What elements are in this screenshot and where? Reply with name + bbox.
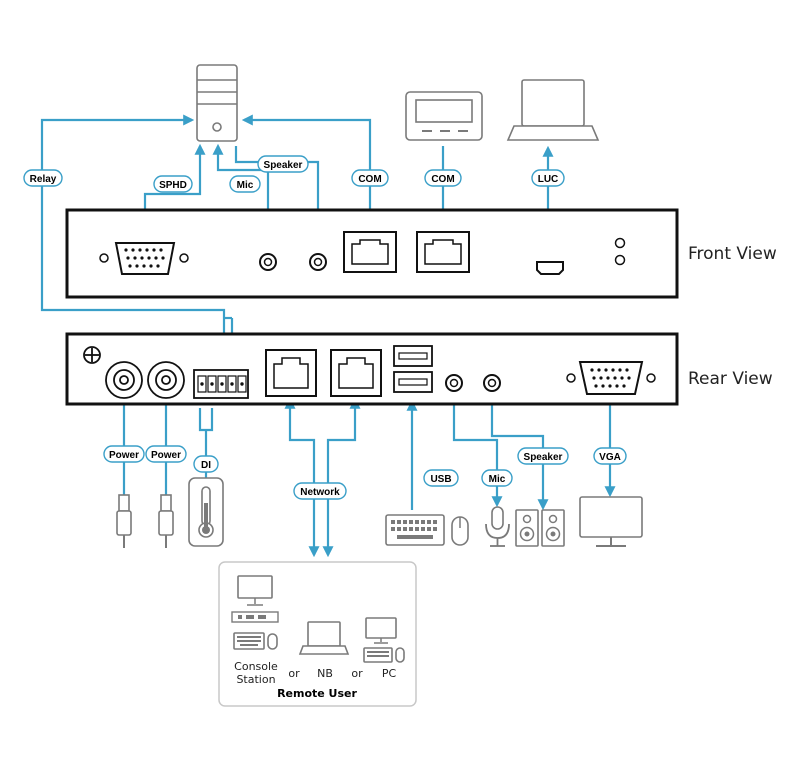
speaker-jack-rear-icon	[483, 374, 501, 392]
label-power-2: Power	[145, 445, 187, 463]
terminal-block-icon	[193, 369, 249, 399]
svg-text:Speaker: Speaker	[524, 452, 563, 463]
console-label-line2: Station	[236, 673, 275, 686]
or-label-1: or	[288, 667, 300, 680]
pc-label: PC	[382, 667, 397, 680]
front-panel	[65, 208, 679, 299]
label-usb: USB	[423, 469, 459, 487]
svg-text:DI: DI	[201, 460, 211, 471]
lan-port-2-icon	[330, 349, 382, 397]
laptop-icon	[506, 79, 600, 141]
label-com-1: COM	[351, 169, 389, 187]
nb-label: NB	[317, 667, 333, 680]
label-network: Network	[293, 482, 347, 500]
console-label-line1: Console	[234, 660, 278, 673]
svg-text:COM: COM	[431, 174, 454, 185]
mouse-icon	[451, 516, 469, 546]
label-speaker-rear: Speaker	[517, 447, 569, 465]
label-mic-front: Mic	[229, 175, 261, 193]
led-indicators-icon	[614, 237, 626, 266]
console-station-icon	[231, 575, 279, 650]
svg-text:Network: Network	[300, 487, 340, 498]
mic-jack-rear-icon	[445, 374, 463, 392]
micro-usb-port-icon	[536, 261, 564, 275]
thermometer-sensor-icon	[188, 477, 224, 547]
or-label-2: or	[351, 667, 363, 680]
pc-icon	[363, 617, 405, 663]
lan-port-1-icon	[265, 349, 317, 397]
power-plug-2-icon	[158, 494, 174, 548]
svg-text:COM: COM	[358, 174, 381, 185]
speakers-icon	[515, 509, 565, 547]
label-relay: Relay	[23, 169, 63, 187]
vga-port-icon	[566, 361, 656, 395]
label-sphd: SPHD	[153, 175, 193, 193]
speaker-jack-front-icon	[309, 253, 327, 271]
notebook-icon	[298, 621, 350, 655]
svg-text:Mic: Mic	[237, 180, 254, 191]
mic-jack-front-icon	[259, 253, 277, 271]
front-view-label: Front View	[688, 244, 777, 264]
svg-text:USB: USB	[430, 474, 451, 485]
label-speaker-front: Speaker	[257, 155, 309, 173]
label-com-2: COM	[424, 169, 462, 187]
svg-text:Power: Power	[151, 450, 181, 461]
svg-text:VGA: VGA	[599, 452, 621, 463]
rear-panel	[65, 332, 679, 406]
power-jack-2-icon	[147, 361, 185, 399]
pc-tower-icon	[196, 64, 238, 142]
ground-screw-icon	[83, 346, 101, 364]
svg-text:Power: Power	[109, 450, 139, 461]
rear-view-label: Rear View	[688, 369, 773, 389]
keyboard-icon	[385, 514, 445, 546]
usb-ports-icon	[393, 345, 433, 393]
svg-text:LUC: LUC	[538, 174, 559, 185]
sphd-port-icon	[99, 242, 189, 275]
label-di: DI	[193, 455, 219, 473]
microphone-icon	[485, 506, 510, 547]
power-plug-1-icon	[116, 494, 132, 548]
svg-text:SPHD: SPHD	[159, 180, 187, 191]
serial-terminal-icon	[405, 91, 483, 141]
com-port-1-icon	[343, 231, 397, 273]
com-port-2-icon	[416, 231, 470, 273]
label-mic-rear: Mic	[481, 469, 513, 487]
label-luc: LUC	[531, 169, 565, 187]
label-vga: VGA	[593, 447, 627, 465]
remote-user-title: Remote User	[277, 687, 357, 700]
svg-text:Speaker: Speaker	[264, 160, 303, 171]
power-jack-1-icon	[105, 361, 143, 399]
remote-user-box: Console Station or NB or PC Remote User	[218, 561, 417, 707]
svg-text:Mic: Mic	[489, 474, 506, 485]
label-power-1: Power	[103, 445, 145, 463]
svg-text:Relay: Relay	[30, 174, 57, 185]
monitor-icon	[579, 496, 643, 547]
